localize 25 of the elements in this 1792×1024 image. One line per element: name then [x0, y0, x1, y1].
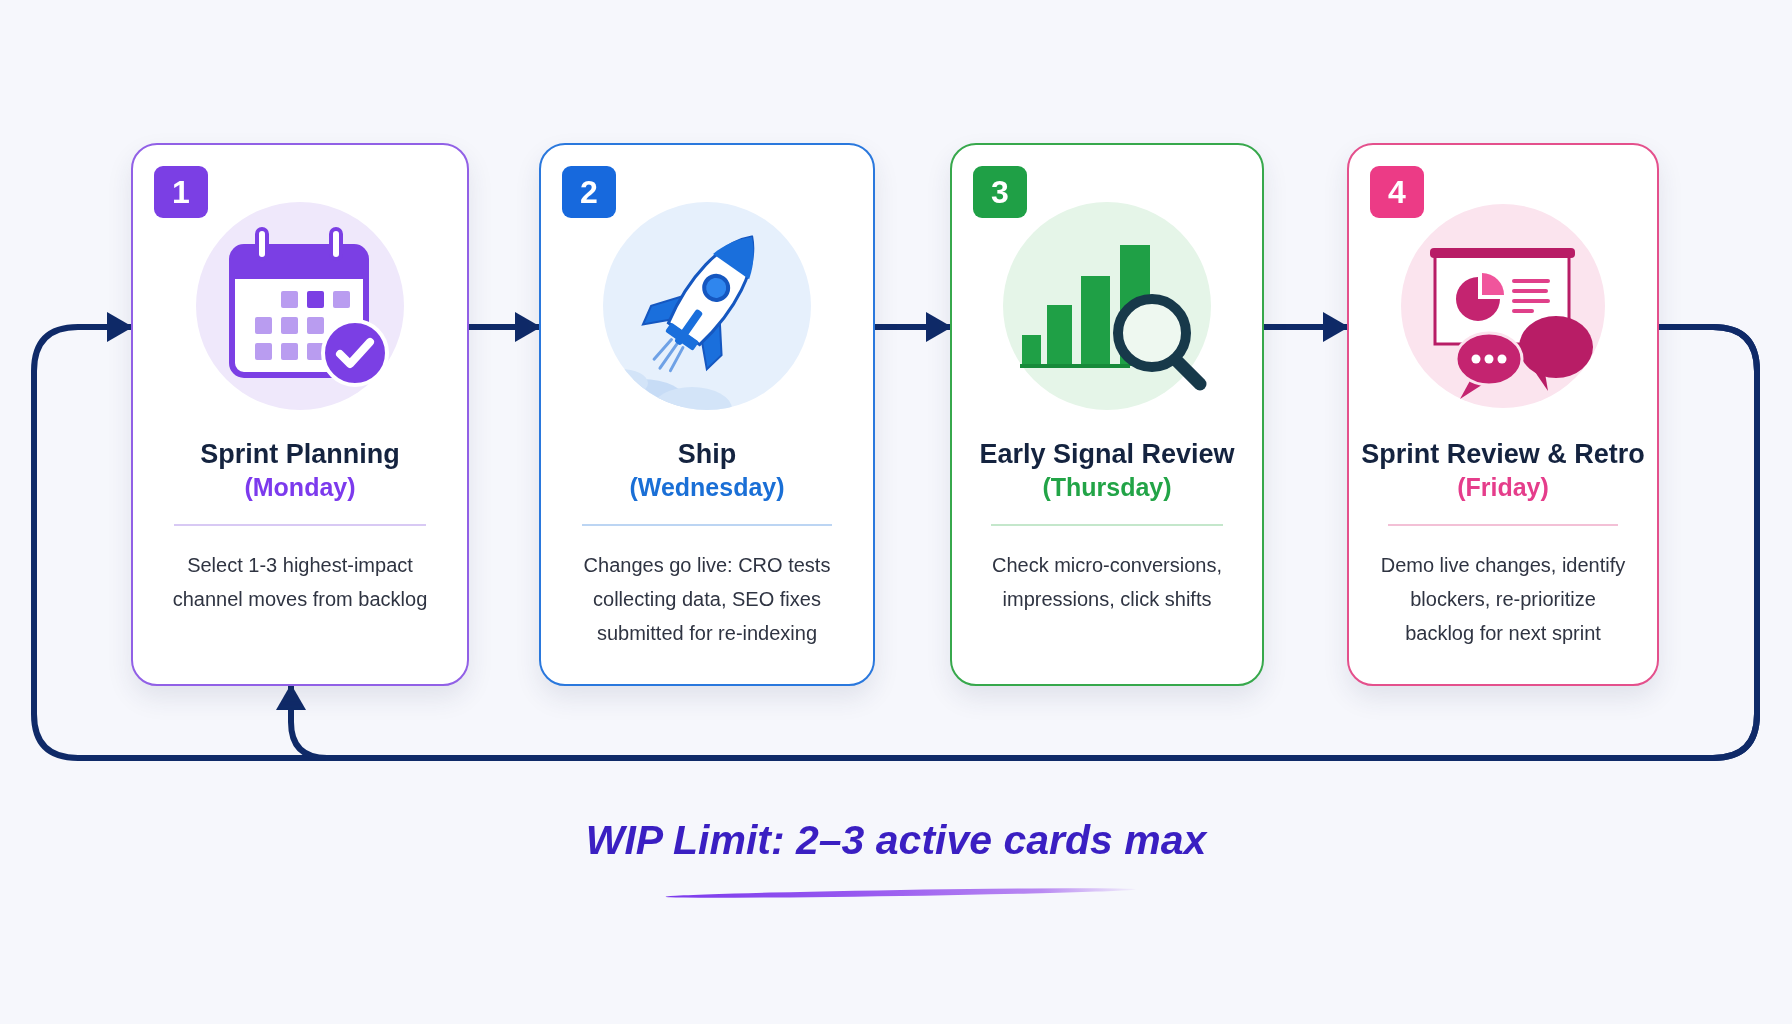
arrow	[875, 312, 952, 342]
day-label: (Wednesday)	[629, 472, 785, 503]
card-title: Early Signal Review	[979, 438, 1235, 471]
card-title: Ship	[677, 438, 737, 471]
step-number: 3	[973, 166, 1027, 218]
step-number: 1	[154, 166, 208, 218]
card-title: Sprint Planning	[200, 438, 400, 471]
arrow	[276, 324, 1760, 761]
step-card	[539, 143, 875, 686]
card-description: Demo live changes, identify blockers, re-prioritize backlog for next sprint	[1379, 553, 1627, 646]
arrow	[469, 312, 541, 342]
day-label: (Thursday)	[1042, 472, 1172, 503]
step-number: 2	[562, 166, 616, 218]
underlined-note: WIP Limit: 2–3 active cards max	[585, 814, 1207, 904]
card-description: Check micro-conversions, impressions, click shifts	[990, 553, 1224, 612]
step-card	[950, 143, 1264, 686]
step-card	[1347, 143, 1659, 686]
step-card	[131, 143, 469, 686]
card-description: Changes go live: CRO tests collecting data, SEO fixes submitted for re-indexing	[582, 553, 832, 646]
card-title: Sprint Review & Retro	[1361, 438, 1645, 471]
day-label: (Monday)	[244, 472, 356, 503]
step-number: 4	[1370, 166, 1424, 218]
card-description: Select 1-3 highest-impact channel moves from backlog	[171, 553, 429, 612]
day-label: (Friday)	[1457, 472, 1549, 503]
arrow	[1264, 312, 1349, 342]
